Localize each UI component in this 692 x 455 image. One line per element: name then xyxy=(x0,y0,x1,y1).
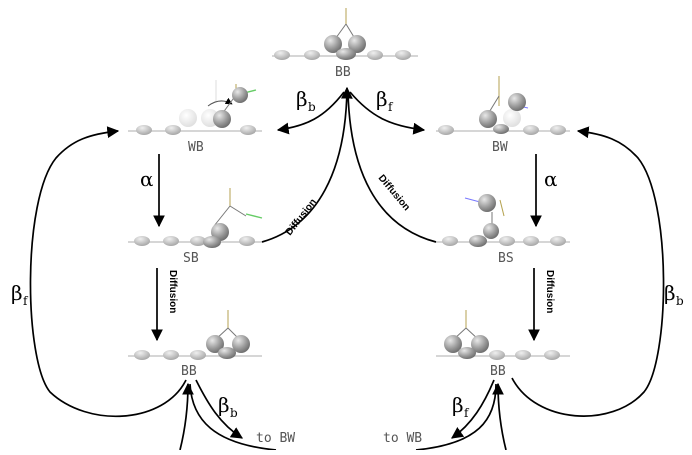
structure-bw xyxy=(436,76,570,135)
svg-text:b: b xyxy=(308,100,316,114)
rate-beta-b-right: β b xyxy=(664,281,684,308)
svg-text:β: β xyxy=(664,281,676,305)
rate-alpha-right: α xyxy=(544,167,558,191)
arrow-sb-to-bb-diffusion xyxy=(261,86,353,243)
arrow-incoming-left xyxy=(179,382,194,451)
arrow-incoming-left-2 xyxy=(189,383,277,451)
arrow-bs-to-bb-diffusion xyxy=(347,91,437,243)
svg-text:β: β xyxy=(376,87,388,111)
arrow-incoming-right-2 xyxy=(415,383,497,451)
rate-beta-f-top-right: β f xyxy=(376,87,394,114)
state-label-bottom-right-bb: BB xyxy=(490,364,506,379)
arrow-bb-to-bw-out xyxy=(195,379,244,439)
structure-bs xyxy=(436,194,570,247)
rate-alpha-left: α xyxy=(140,167,154,191)
diffusion-label-right: Diffusion xyxy=(544,270,555,313)
rate-beta-f-left: β f xyxy=(11,281,29,308)
rate-beta-b-top-left: β b xyxy=(296,87,316,114)
arrow-bb-to-bw-loop xyxy=(511,126,665,417)
diffusion-label-center-left: Diffusion xyxy=(284,197,319,238)
arrow-bb-to-wb xyxy=(276,91,345,135)
svg-text:b: b xyxy=(230,406,238,420)
svg-text:b: b xyxy=(676,294,684,308)
state-label-wb: WB xyxy=(188,140,204,155)
state-label-bottom-left-bb: BB xyxy=(181,364,197,379)
rate-beta-f-bottom-right: β f xyxy=(452,393,470,420)
rate-beta-b-bottom-left: β b xyxy=(218,393,238,420)
arrow-bb-to-wb-loop xyxy=(29,126,187,418)
to-bw-label: to BW xyxy=(256,431,295,446)
svg-text:β: β xyxy=(296,87,308,111)
state-label-sb: SB xyxy=(183,251,199,266)
state-label-bs: BS xyxy=(498,251,514,266)
state-label-bw: BW xyxy=(492,140,508,155)
state-label-top-bb: BB xyxy=(335,65,351,80)
arrow-bb-to-bw xyxy=(349,91,426,135)
svg-text:f: f xyxy=(464,406,470,420)
to-wb-label: to WB xyxy=(383,431,422,446)
svg-text:β: β xyxy=(11,281,23,305)
structure-top-bb xyxy=(272,8,418,60)
structure-bottom-left-bb xyxy=(128,310,262,360)
arrow-incoming-right xyxy=(492,382,507,451)
svg-text:f: f xyxy=(388,100,394,114)
diffusion-label-left: Diffusion xyxy=(167,270,178,313)
svg-text:f: f xyxy=(23,294,29,308)
structure-wb xyxy=(128,80,262,135)
svg-text:β: β xyxy=(218,393,230,417)
structure-bottom-right-bb xyxy=(436,310,570,360)
arrow-bb-to-wb-out xyxy=(451,379,495,439)
svg-text:β: β xyxy=(452,393,464,417)
structure-sb xyxy=(128,188,263,248)
